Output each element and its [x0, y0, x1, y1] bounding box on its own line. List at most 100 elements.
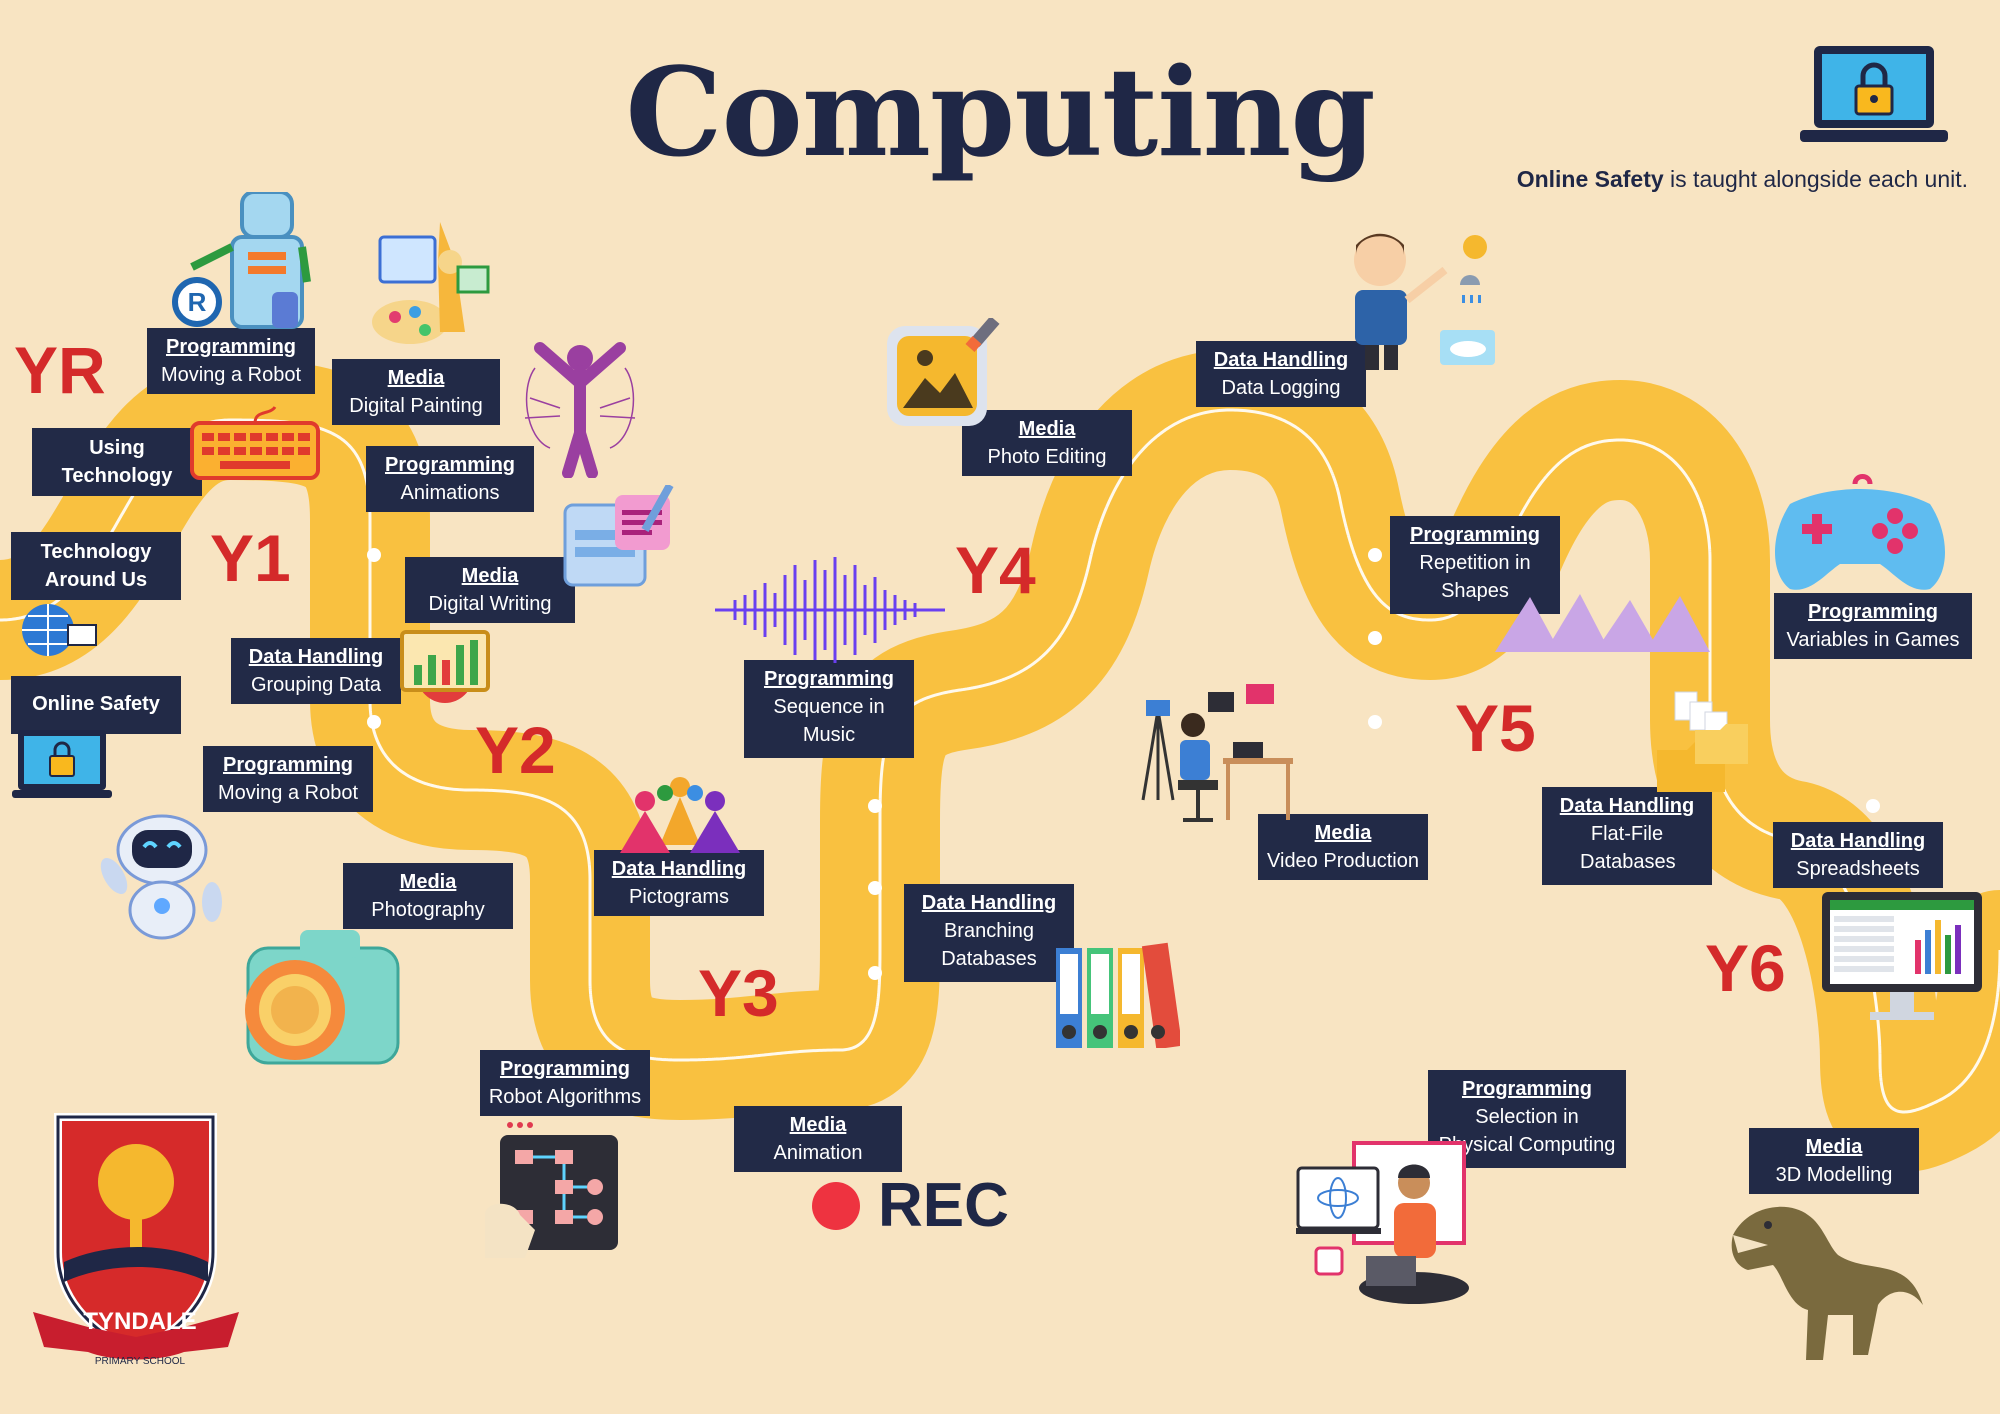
dinosaur-icon [1731, 1206, 1923, 1360]
school-name: TYNDALE [83, 1308, 197, 1335]
unit-heading: Programming [1461, 1078, 1593, 1100]
record-dot-icon [812, 1182, 860, 1230]
unit-title: Digital Writing [428, 593, 552, 615]
year-label-y2: Y2 [475, 713, 556, 787]
unit-heading: Programming [499, 1058, 631, 1080]
unit-title: Photography [371, 899, 485, 921]
unit-title: Moving a Robot [217, 782, 359, 804]
chat-window-icon [563, 485, 674, 587]
robot-friend-icon [100, 814, 222, 940]
photo-icon [887, 318, 1000, 426]
year-label-y4: Y4 [955, 533, 1036, 607]
unit-title: Pictograms [628, 886, 730, 908]
page-title: Computing [625, 40, 1375, 184]
unit-yr-using-technology: Using Technology [32, 428, 202, 496]
people-icon [620, 777, 740, 853]
unit-heading: Programming [1807, 601, 1939, 623]
unit-heading: Data Handling [1790, 830, 1926, 852]
laptop-lock-icon [1800, 46, 1948, 142]
folders-icon [1056, 942, 1180, 1048]
unit-title: Animation [773, 1142, 863, 1164]
soundwave-icon [715, 557, 945, 663]
online-safety-note-text: is taught alongside each unit. [1663, 166, 1968, 192]
unit-heading: Media [399, 871, 457, 893]
unit-title: Online Safety [32, 693, 160, 715]
unit-title: Moving a Robot [160, 364, 302, 386]
unit-heading: Media [1018, 418, 1076, 440]
svg-text:R: R [188, 287, 207, 317]
unit-title: Selection in Physical Computing [1438, 1106, 1616, 1156]
year-label-y1: Y1 [210, 521, 291, 595]
unit-heading: Programming [165, 336, 297, 358]
unit-heading: Data Handling [1213, 349, 1349, 371]
school-subtitle: PRIMARY SCHOOL [94, 1356, 186, 1367]
person-laptop-icon [1296, 1141, 1469, 1304]
unit-heading: Data Handling [611, 858, 747, 880]
unit-heading: Media [1314, 822, 1372, 844]
keyboard-icon [190, 405, 320, 480]
teacher-weather-icon [1354, 233, 1495, 370]
unit-title: Flat-File Databases [1580, 823, 1676, 873]
unit-title: Data Logging [1221, 377, 1341, 399]
unit-heading: Programming [1409, 524, 1541, 546]
school-crest-icon [33, 1113, 239, 1360]
painter-icon [372, 222, 490, 344]
online-safety-note-bold: Online Safety [1516, 166, 1664, 192]
unit-heading: Data Handling [1559, 795, 1695, 817]
unit-title: Repetition in Shapes [1419, 552, 1531, 602]
video-desk-icon [1141, 684, 1293, 822]
gamepad-icon [1775, 474, 1945, 590]
unit-heading: Media [1805, 1136, 1863, 1158]
unit-heading: Programming [222, 754, 354, 776]
files-icon [1657, 691, 1748, 792]
year-label-y5: Y5 [1455, 691, 1536, 765]
unit-heading: Programming [763, 668, 895, 690]
rec-label: REC [878, 1171, 1009, 1240]
laptop-lock-icon [12, 730, 112, 798]
unit-heading: Data Handling [248, 646, 384, 668]
unit-title: Spreadsheets [1796, 858, 1920, 880]
unit-title: Photo Editing [987, 446, 1107, 468]
unit-title: Sequence in Music [773, 696, 885, 746]
monitor-spreadsheet-icon [1822, 892, 1982, 1020]
year-label-y6: Y6 [1705, 931, 1786, 1005]
unit-yr-online-safety: Online Safety [11, 676, 181, 734]
year-label-yr: YR [14, 333, 106, 407]
unit-heading: Media [387, 367, 445, 389]
unit-y6-media-3d-modelling: Media 3D Modelling [1749, 1128, 1919, 1194]
stick-figure-icon [524, 342, 636, 478]
flowchart-icon [485, 1122, 618, 1258]
unit-title: Grouping Data [250, 674, 382, 696]
unit-title: Variables in Games [1786, 629, 1960, 651]
unit-heading: Programming [384, 454, 516, 476]
unit-heading: Media [461, 565, 519, 587]
year-label-y3: Y3 [698, 956, 779, 1030]
unit-heading: Media [789, 1114, 847, 1136]
online-safety-note: Online Safety is taught alongside each u… [1517, 166, 1968, 193]
unit-title: Animations [400, 482, 500, 504]
unit-title: Video Production [1267, 850, 1419, 872]
unit-title: Using Technology [61, 437, 173, 487]
unit-yr-technology-around-us: Technology Around Us [11, 532, 181, 600]
camera-icon [245, 930, 400, 1065]
unit-title: 3D Modelling [1775, 1164, 1893, 1186]
unit-title: Branching Databases [941, 920, 1037, 970]
triangles-icon [1495, 594, 1710, 652]
